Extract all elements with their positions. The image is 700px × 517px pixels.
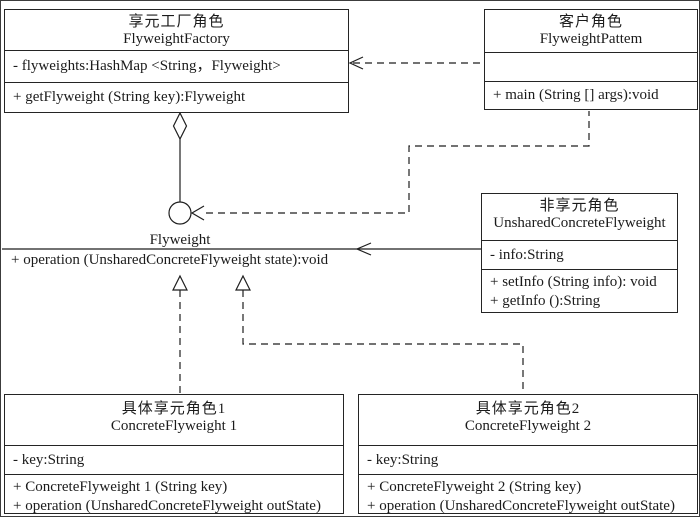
class-box-concrete-flyweight-2: 具体享元角色2 ConcreteFlyweight 2 - key:String… xyxy=(358,394,698,514)
class-box-client: 客户角色 FlyweightPattem + main (String [] a… xyxy=(484,9,698,110)
concrete1-methods-section: + ConcreteFlyweight 1 (String key) + ope… xyxy=(5,474,343,516)
factory-method: + getFlyweight (String key):Flyweight xyxy=(13,89,246,105)
concrete1-operation: + operation (UnsharedConcreteFlyweight o… xyxy=(13,498,321,514)
interface-operation-label: + operation (UnsharedConcreteFlyweight s… xyxy=(11,252,329,268)
concrete1-attribute: - key:String xyxy=(13,451,85,468)
concrete2-attributes-section: - key:String xyxy=(359,445,697,474)
client-title-en: FlyweightPattem xyxy=(539,31,643,47)
dependency-line-client-interface xyxy=(206,111,590,214)
concrete1-attributes-section: - key:String xyxy=(5,445,343,474)
realization-triangle-1 xyxy=(172,274,188,291)
unshared-title: 非享元角色 UnsharedConcreteFlyweight xyxy=(482,194,677,240)
factory-attribute: - flyweights:HashMap <String，Flyweight> xyxy=(13,58,281,74)
class-box-flyweight-factory: 享元工厂角色 FlyweightFactory - flyweights:Has… xyxy=(4,9,349,113)
class-box-unshared-concrete-flyweight: 非享元角色 UnsharedConcreteFlyweight - info:S… xyxy=(481,193,678,313)
concrete2-title: 具体享元角色2 ConcreteFlyweight 2 xyxy=(359,395,697,445)
factory-title: 享元工厂角色 FlyweightFactory xyxy=(5,10,348,50)
unshared-title-zh: 非享元角色 xyxy=(539,198,620,214)
realization-line-2 xyxy=(242,290,524,393)
open-arrowhead-interface xyxy=(190,205,205,221)
concrete2-methods-section: + ConcreteFlyweight 2 (String key) + ope… xyxy=(359,474,697,516)
client-attributes-section-empty xyxy=(485,52,697,81)
unshared-method-setinfo: + setInfo (String info): void xyxy=(490,274,657,290)
concrete2-title-en: ConcreteFlyweight 2 xyxy=(464,418,592,434)
factory-title-zh: 享元工厂角色 xyxy=(128,14,225,30)
client-method: + main (String [] args):void xyxy=(493,87,659,103)
open-arrowhead-factory xyxy=(348,56,364,70)
factory-methods-section: + getFlyweight (String key):Flyweight xyxy=(5,82,348,112)
unshared-methods-section: + setInfo (String info): void + getInfo … xyxy=(482,269,677,312)
concrete2-constructor: + ConcreteFlyweight 2 (String key) xyxy=(367,479,582,495)
interface-name-label: Flyweight xyxy=(149,232,211,248)
concrete2-title-zh: 具体享元角色2 xyxy=(475,401,581,417)
client-methods-section: + main (String [] args):void xyxy=(485,81,697,109)
class-box-concrete-flyweight-1: 具体享元角色1 ConcreteFlyweight 1 - key:String… xyxy=(4,394,344,514)
unshared-title-en: UnsharedConcreteFlyweight xyxy=(493,215,666,231)
concrete1-constructor: + ConcreteFlyweight 1 (String key) xyxy=(13,479,228,495)
client-title-zh: 客户角色 xyxy=(558,14,623,30)
concrete2-operation: + operation (UnsharedConcreteFlyweight o… xyxy=(367,498,675,514)
open-arrowhead-association xyxy=(355,242,372,256)
concrete1-title-zh: 具体享元角色1 xyxy=(121,401,227,417)
unshared-attribute: - info:String xyxy=(490,246,564,263)
interface-lollipop-circle xyxy=(168,201,192,225)
aggregation-diamond-icon xyxy=(172,111,188,141)
client-title: 客户角色 FlyweightPattem xyxy=(485,10,697,52)
concrete1-title: 具体享元角色1 ConcreteFlyweight 1 xyxy=(5,395,343,445)
factory-attributes-section: - flyweights:HashMap <String，Flyweight> xyxy=(5,50,348,82)
concrete2-attribute: - key:String xyxy=(367,451,439,468)
concrete1-title-en: ConcreteFlyweight 1 xyxy=(110,418,238,434)
unshared-attributes-section: - info:String xyxy=(482,240,677,269)
unshared-method-getinfo: + getInfo ():String xyxy=(490,293,601,309)
realization-triangle-2 xyxy=(235,274,251,291)
factory-title-en: FlyweightFactory xyxy=(123,31,230,47)
